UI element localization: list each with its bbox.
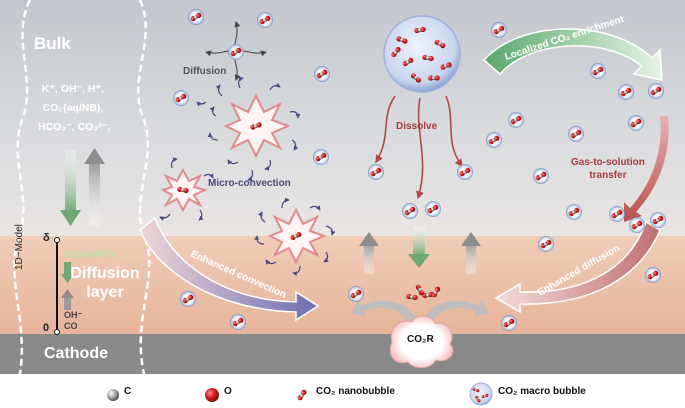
gas-to-solution-arrow bbox=[624, 116, 669, 222]
layer-down-arrow-center bbox=[413, 226, 425, 256]
micro-convection-burst-bottom bbox=[267, 207, 327, 265]
reaction-curve-left bbox=[352, 300, 416, 322]
diffusion-layer-title-line1: Diffusion bbox=[70, 265, 140, 282]
gas-to-solution-line2: transfer bbox=[589, 170, 627, 181]
legend-oxygen-label: O bbox=[224, 386, 232, 397]
legend-macro-bubble-label: CO₂ macro bubble bbox=[498, 386, 586, 397]
bulk-right-boundary bbox=[137, 0, 151, 375]
gas-to-solution-line1: Gas-to-solution bbox=[571, 157, 645, 168]
ion-line: HCO₃⁻, CO₃²⁻, bbox=[38, 121, 111, 133]
micro-convection-burst-large bbox=[223, 93, 291, 159]
co2-nanobubble-icon bbox=[296, 388, 308, 402]
oh-label: OH⁻ bbox=[64, 310, 83, 320]
reaction-curve-right bbox=[424, 300, 488, 322]
zero-label: 0 bbox=[43, 322, 50, 334]
bulk-left-boundary bbox=[13, 0, 32, 375]
micro-convection-label: Micro-convection bbox=[208, 178, 291, 189]
co2r-label: CO₂R bbox=[407, 334, 434, 345]
micro-convection-burst-small bbox=[160, 167, 208, 213]
enhanced-diffusion-arrow bbox=[494, 220, 661, 314]
legend-nanobubble-label: CO₂ nanobubble bbox=[316, 386, 395, 397]
layer-up-arrow-right bbox=[466, 244, 476, 274]
dissolve-arrows bbox=[375, 95, 463, 200]
dissolve-label: Dissolve bbox=[396, 121, 438, 132]
gas-to-solution-label: Gas-to-solution transfer bbox=[571, 156, 645, 182]
micro-convection-curls bbox=[159, 76, 336, 276]
model-label: 1D−Model bbox=[14, 224, 25, 270]
ion-line: K⁺, OH⁻, H⁺, bbox=[41, 83, 105, 95]
ion-list: K⁺, OH⁻, H⁺, CO₂(aq/NB), HCO₃⁻, CO₃²⁻, bbox=[38, 80, 111, 137]
co2-macro-bubble-icon bbox=[469, 382, 493, 406]
bulk-down-arrow bbox=[65, 150, 76, 212]
diffusion-layer-title-line2: layer bbox=[86, 284, 124, 301]
delta-label: δ bbox=[43, 232, 50, 244]
enhanced-convection-arrow bbox=[139, 216, 320, 322]
carbon-atom-icon bbox=[107, 389, 119, 401]
diffusion-layer-title: Diffusion layer bbox=[60, 264, 150, 302]
cathode-title: Cathode bbox=[44, 345, 108, 362]
diffusion-label: Diffusion bbox=[183, 66, 227, 77]
legend-carbon-label: C bbox=[124, 386, 132, 397]
co2-macro-bubble bbox=[383, 15, 461, 93]
co2-aq-label: CO₂(aq/NB) bbox=[64, 249, 114, 259]
localized-enrichment-arrow bbox=[482, 28, 663, 81]
co-label: CO bbox=[64, 321, 78, 331]
co2r-reaction-site bbox=[389, 315, 454, 369]
layer-up-arrow-left bbox=[364, 244, 374, 274]
product-labels: OH⁻ CO bbox=[64, 310, 82, 332]
cathode-region bbox=[0, 334, 685, 374]
ion-line: CO₂(aq/NB), bbox=[42, 102, 104, 114]
bulk-up-arrow bbox=[89, 162, 100, 226]
diffusion-layer-region bbox=[0, 236, 685, 334]
oxygen-atom-icon bbox=[205, 388, 219, 402]
bulk-title: Bulk bbox=[34, 34, 71, 53]
